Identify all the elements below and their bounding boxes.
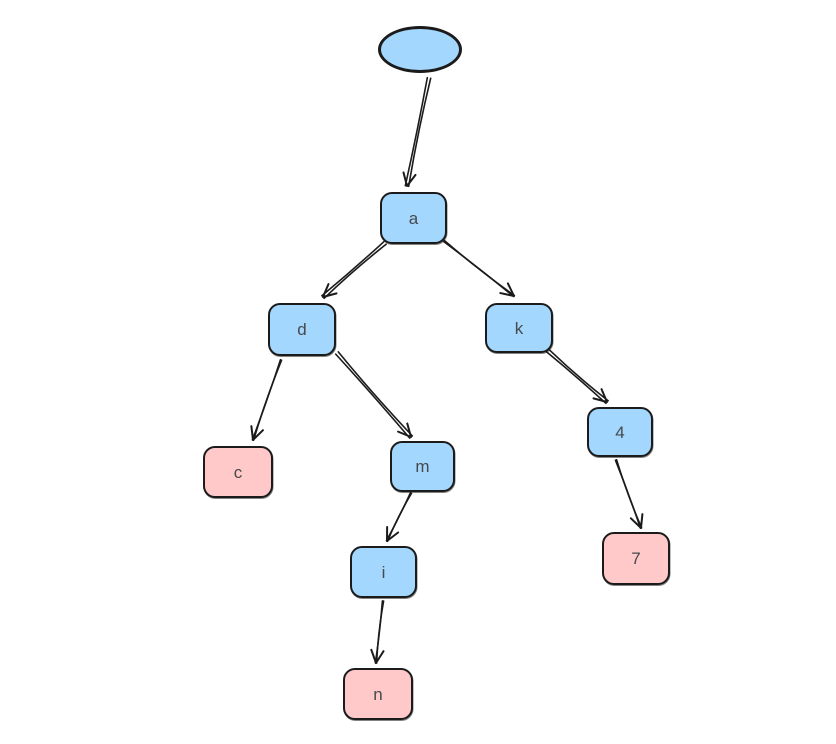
edge-line <box>374 600 384 664</box>
arrowhead-icon <box>370 648 385 664</box>
edge-d-c[interactable] <box>250 359 283 441</box>
edge-line <box>323 243 387 300</box>
arrowhead-icon <box>322 283 338 298</box>
node-label: i <box>381 562 386 582</box>
edge-line <box>337 351 414 437</box>
node-label: k <box>514 318 524 338</box>
node-label: a <box>408 208 419 228</box>
node-label: 4 <box>615 422 625 442</box>
arrowhead-icon <box>402 171 417 187</box>
arrowhead-icon <box>592 388 608 403</box>
edge-a-d[interactable] <box>321 240 387 300</box>
arrowhead-icon <box>386 526 400 542</box>
edge-d-m[interactable] <box>334 351 414 439</box>
edge-line <box>404 76 429 187</box>
node-label: d <box>297 320 307 339</box>
node-c[interactable]: c <box>203 446 273 498</box>
edge-line <box>385 491 412 542</box>
node-a[interactable]: a <box>380 192 447 244</box>
node-label: c <box>233 462 243 482</box>
edge-k-4[interactable] <box>545 347 609 405</box>
node-label: n <box>373 684 383 704</box>
edge-line <box>321 240 385 297</box>
node-i[interactable]: i <box>350 546 417 598</box>
node-m[interactable]: m <box>390 441 455 492</box>
node-d[interactable]: d <box>268 303 336 356</box>
edge-line <box>547 347 609 402</box>
node-root[interactable] <box>378 26 462 73</box>
edge-line <box>545 350 607 405</box>
node-4[interactable]: 4 <box>587 407 653 457</box>
edge-a-k[interactable] <box>442 239 516 298</box>
node-label: m <box>415 457 430 476</box>
edge-line <box>407 77 432 188</box>
edge-line <box>614 459 642 530</box>
edge-m-i[interactable] <box>385 491 413 543</box>
edge-root-a[interactable] <box>402 76 432 188</box>
node-n[interactable]: n <box>343 668 413 720</box>
arrowhead-icon <box>397 422 412 438</box>
arrowhead-icon <box>250 425 264 441</box>
node-k[interactable]: k <box>485 303 553 353</box>
arrowhead-icon <box>629 513 644 529</box>
edge-line <box>334 353 411 439</box>
edge-line <box>251 359 282 441</box>
edge-line <box>442 240 515 298</box>
node-label: 7 <box>631 549 641 568</box>
edge-i-n[interactable] <box>370 600 385 664</box>
node-7[interactable]: 7 <box>602 532 670 585</box>
edge-4-7[interactable] <box>614 458 644 530</box>
arrowhead-icon <box>499 282 515 297</box>
